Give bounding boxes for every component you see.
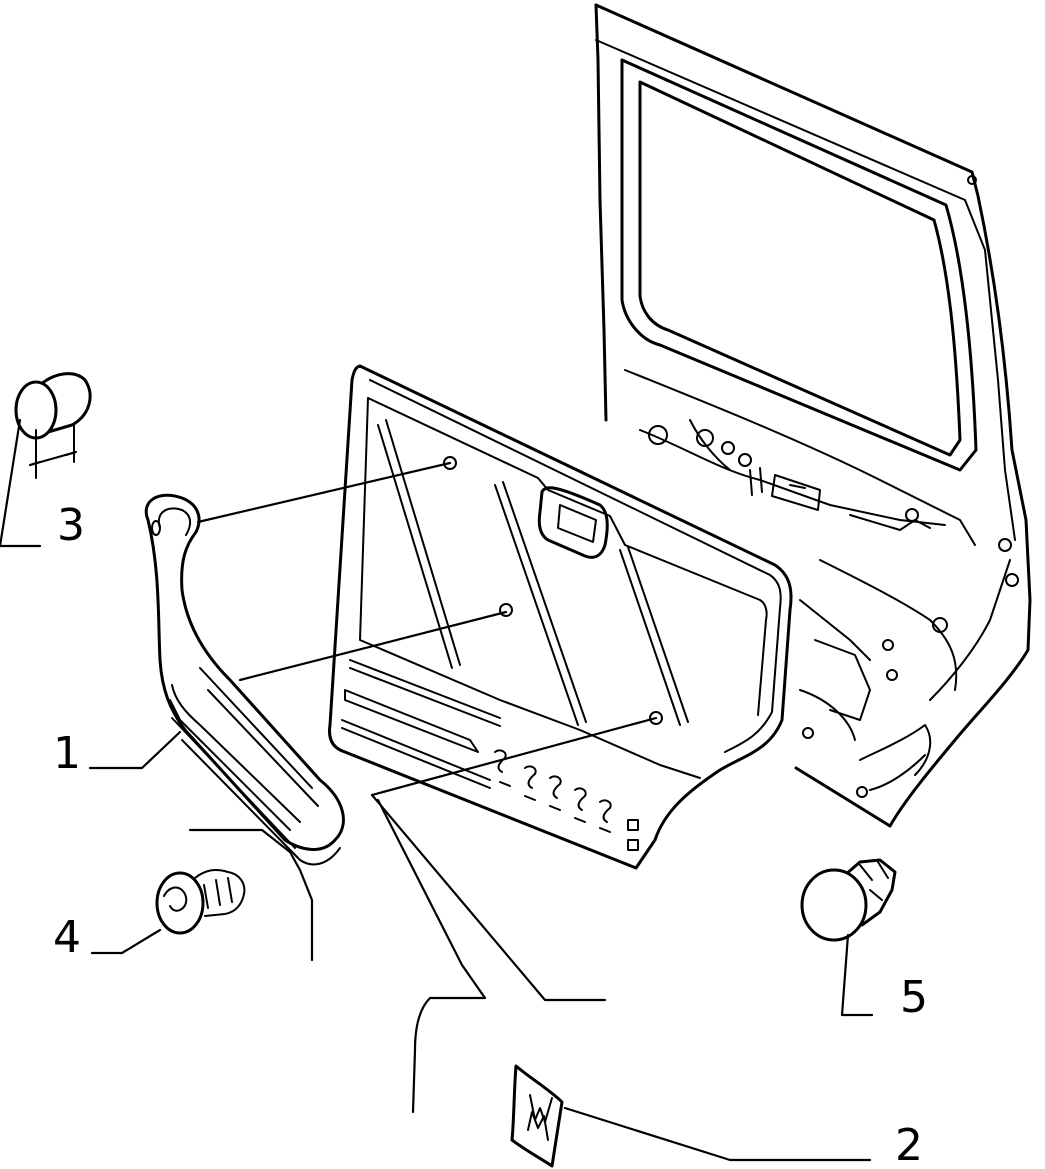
- plug-cap-part-3: [14, 372, 92, 479]
- assembly-guide-lines: [196, 461, 658, 797]
- callout-labels: 1 2 3 4 5: [53, 500, 928, 1169]
- screw-part-4: [155, 869, 246, 935]
- callout-4: 4: [53, 912, 81, 963]
- callout-5: 5: [900, 972, 928, 1023]
- door-trim-panel: [328, 364, 793, 870]
- callout-3: 3: [57, 500, 85, 551]
- callout-leaders: [0, 418, 874, 1162]
- callout-2: 2: [895, 1120, 923, 1169]
- callout-1: 1: [53, 728, 81, 779]
- pull-handle-part-1: [144, 493, 345, 866]
- label-part-2: [510, 1064, 564, 1168]
- clip-part-5: [800, 858, 897, 942]
- door-frame: [594, 3, 1032, 828]
